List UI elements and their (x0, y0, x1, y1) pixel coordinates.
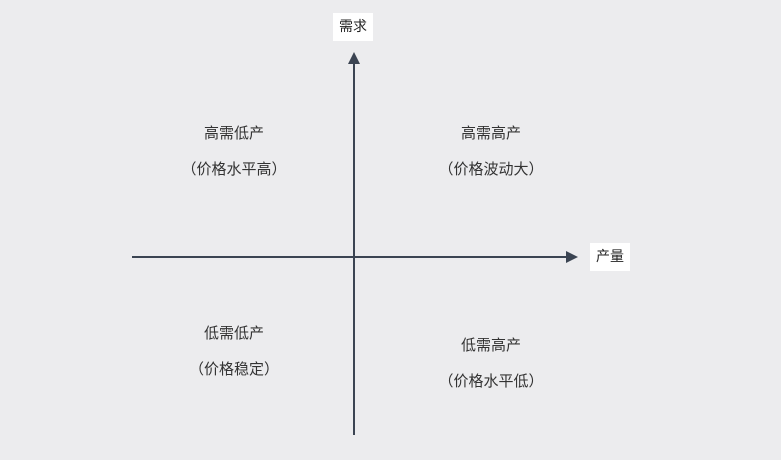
y-axis-arrowhead (348, 52, 360, 64)
y-axis-label: 需求 (333, 13, 373, 41)
quadrant-note: （价格波动大） (438, 160, 544, 178)
quadrant-top-left: 高需低产 （价格水平高） (144, 123, 324, 179)
quadrant-bottom-left: 低需低产 （价格稳定） (144, 323, 324, 379)
x-axis-arrowhead (566, 251, 578, 263)
quadrant-title: 低需高产 (460, 336, 521, 354)
quadrant-title: 高需高产 (460, 124, 521, 142)
quadrant-title: 高需低产 (203, 124, 264, 142)
quadrant-note: （价格水平低） (438, 372, 544, 390)
x-axis-label: 产量 (590, 243, 630, 271)
quadrant-note: （价格稳定） (188, 360, 279, 378)
quadrant-top-right: 高需高产 （价格波动大） (401, 123, 581, 179)
quadrant-note: （价格水平高） (181, 160, 287, 178)
quadrant-bottom-right: 低需高产 （价格水平低） (401, 335, 581, 391)
quadrant-title: 低需低产 (203, 324, 264, 342)
